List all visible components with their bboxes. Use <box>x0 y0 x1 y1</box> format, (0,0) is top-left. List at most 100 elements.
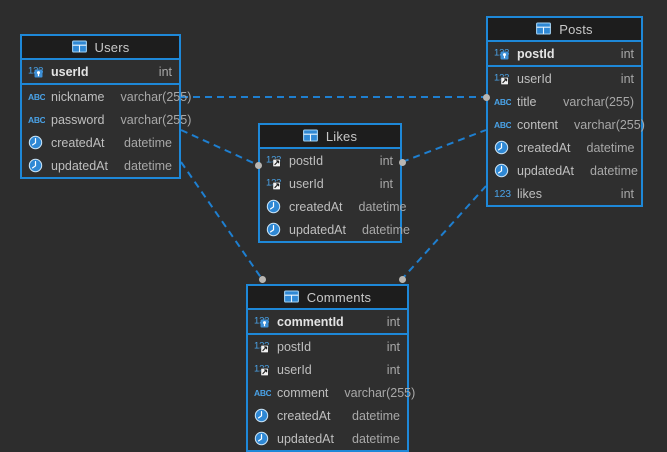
clock-icon <box>254 408 271 423</box>
table-title: Users <box>94 39 130 55</box>
table-node[interactable]: Likes 123postIdint123 userId int createdAt da… <box>258 123 410 243</box>
relationship-line[interactable] <box>180 161 263 280</box>
columns-section: 123postIdint123 userId int createdAt datetim… <box>260 149 410 241</box>
column-type: varchar(255) <box>120 89 192 104</box>
column-type: int <box>386 314 400 329</box>
column-type: datetime <box>590 163 638 178</box>
abc-icon: ABC <box>28 112 45 127</box>
column-name: createdAt <box>517 140 571 155</box>
column-name: postId <box>277 339 312 354</box>
column-row[interactable]: 123userIdint <box>22 60 179 83</box>
column-type: datetime <box>124 158 172 173</box>
column-row[interactable]: updatedAt datetime <box>260 218 410 241</box>
relationship-endpoint[interactable] <box>482 93 490 101</box>
foreign-key-int-icon: 123 <box>266 153 283 168</box>
column-name: updatedAt <box>277 431 334 446</box>
relationship-endpoint[interactable] <box>258 275 266 283</box>
table-title: Comments <box>306 289 372 305</box>
columns-section: ABC nickname varchar(255) ABC password varcha… <box>22 85 191 177</box>
column-name: nickname <box>51 89 105 104</box>
clock-icon <box>28 158 45 173</box>
column-type: int <box>386 339 400 354</box>
svg-text:ABC: ABC <box>494 120 511 130</box>
column-name: updatedAt <box>51 158 108 173</box>
column-name: updatedAt <box>517 163 574 178</box>
column-row[interactable]: ABC comment varchar(255) <box>248 381 415 404</box>
column-row[interactable]: 123userIdint <box>488 67 641 90</box>
column-type: int <box>379 153 393 168</box>
relationship-endpoint[interactable] <box>398 158 406 166</box>
clock-icon <box>494 163 511 178</box>
table-header[interactable]: Comments <box>248 286 407 310</box>
column-type: varchar(255) <box>120 112 192 127</box>
table-node[interactable]: Users 123userIdintABC nickname varchar(255)… <box>20 34 191 179</box>
column-type: varchar(255) <box>563 94 634 109</box>
column-type: datetime <box>358 199 407 214</box>
column-row[interactable]: createdAt datetime <box>260 195 406 218</box>
column-type: datetime <box>362 222 410 237</box>
table-node[interactable]: Comments123commentIdint123postIdint123us… <box>246 284 415 452</box>
column-type: varchar(255) <box>344 385 416 400</box>
relationship-line[interactable] <box>180 129 259 166</box>
primary-key-section: 123 postId int <box>488 42 641 67</box>
column-name: userId <box>277 362 312 377</box>
clock-icon <box>266 222 283 237</box>
table-header[interactable]: Likes <box>260 125 400 149</box>
relationship-endpoint[interactable] <box>254 161 262 169</box>
column-row[interactable]: 123commentIdint <box>248 310 407 333</box>
column-type: int <box>386 362 400 377</box>
column-name: password <box>51 112 105 127</box>
clock-icon <box>266 199 283 214</box>
abc-icon: ABC <box>254 385 271 400</box>
column-type: varchar(255) <box>574 117 645 132</box>
column-row[interactable]: 123postIdint <box>260 149 400 172</box>
primary-key-int-icon: 123 <box>494 46 511 61</box>
column-name: commentId <box>277 314 344 329</box>
column-row[interactable]: 123userIdint <box>248 358 407 381</box>
relationship-line[interactable] <box>401 129 487 163</box>
table-title: Posts <box>559 21 593 37</box>
column-name: postId <box>517 46 555 61</box>
column-type: int <box>620 46 634 61</box>
column-name: createdAt <box>289 199 343 214</box>
column-type: int <box>379 176 393 191</box>
column-row[interactable]: ABC password varchar(255) <box>22 108 191 131</box>
foreign-key-int-icon: 123 <box>254 339 271 354</box>
column-row[interactable]: ABC nickname varchar(255) <box>22 85 191 108</box>
table-node[interactable]: Posts 123 postId int 123 userId intABCtitlevar… <box>486 16 645 207</box>
abc-icon: ABC <box>494 94 511 109</box>
column-row[interactable]: 123 postId int <box>248 335 407 358</box>
relationship-line[interactable] <box>401 185 487 280</box>
column-row[interactable]: updatedAt datetime <box>488 159 641 182</box>
table-header[interactable]: Posts <box>488 18 641 42</box>
relationship-endpoint[interactable] <box>398 275 406 283</box>
column-row[interactable]: 123userIdint <box>260 172 400 195</box>
primary-key-section: 123userIdint <box>22 60 179 85</box>
column-type: int <box>620 71 634 86</box>
abc-icon: ABC <box>28 89 45 104</box>
column-type: int <box>158 64 172 79</box>
column-name: userId <box>517 71 552 86</box>
columns-section: 123 userId intABCtitlevarchar(255)ABCconte… <box>488 67 645 205</box>
int-icon: 123 <box>494 186 511 201</box>
column-type: datetime <box>124 135 172 150</box>
svg-text:ABC: ABC <box>254 388 271 398</box>
column-name: userId <box>289 176 324 191</box>
column-name: updatedAt <box>289 222 346 237</box>
table-icon <box>302 128 320 144</box>
table-header[interactable]: Users <box>22 36 179 60</box>
column-row[interactable]: updatedAt datetime <box>22 154 179 177</box>
column-name: comment <box>277 385 329 400</box>
column-row[interactable]: 123 postId int <box>488 42 641 65</box>
table-icon <box>71 39 89 55</box>
table-title: Likes <box>325 128 358 144</box>
